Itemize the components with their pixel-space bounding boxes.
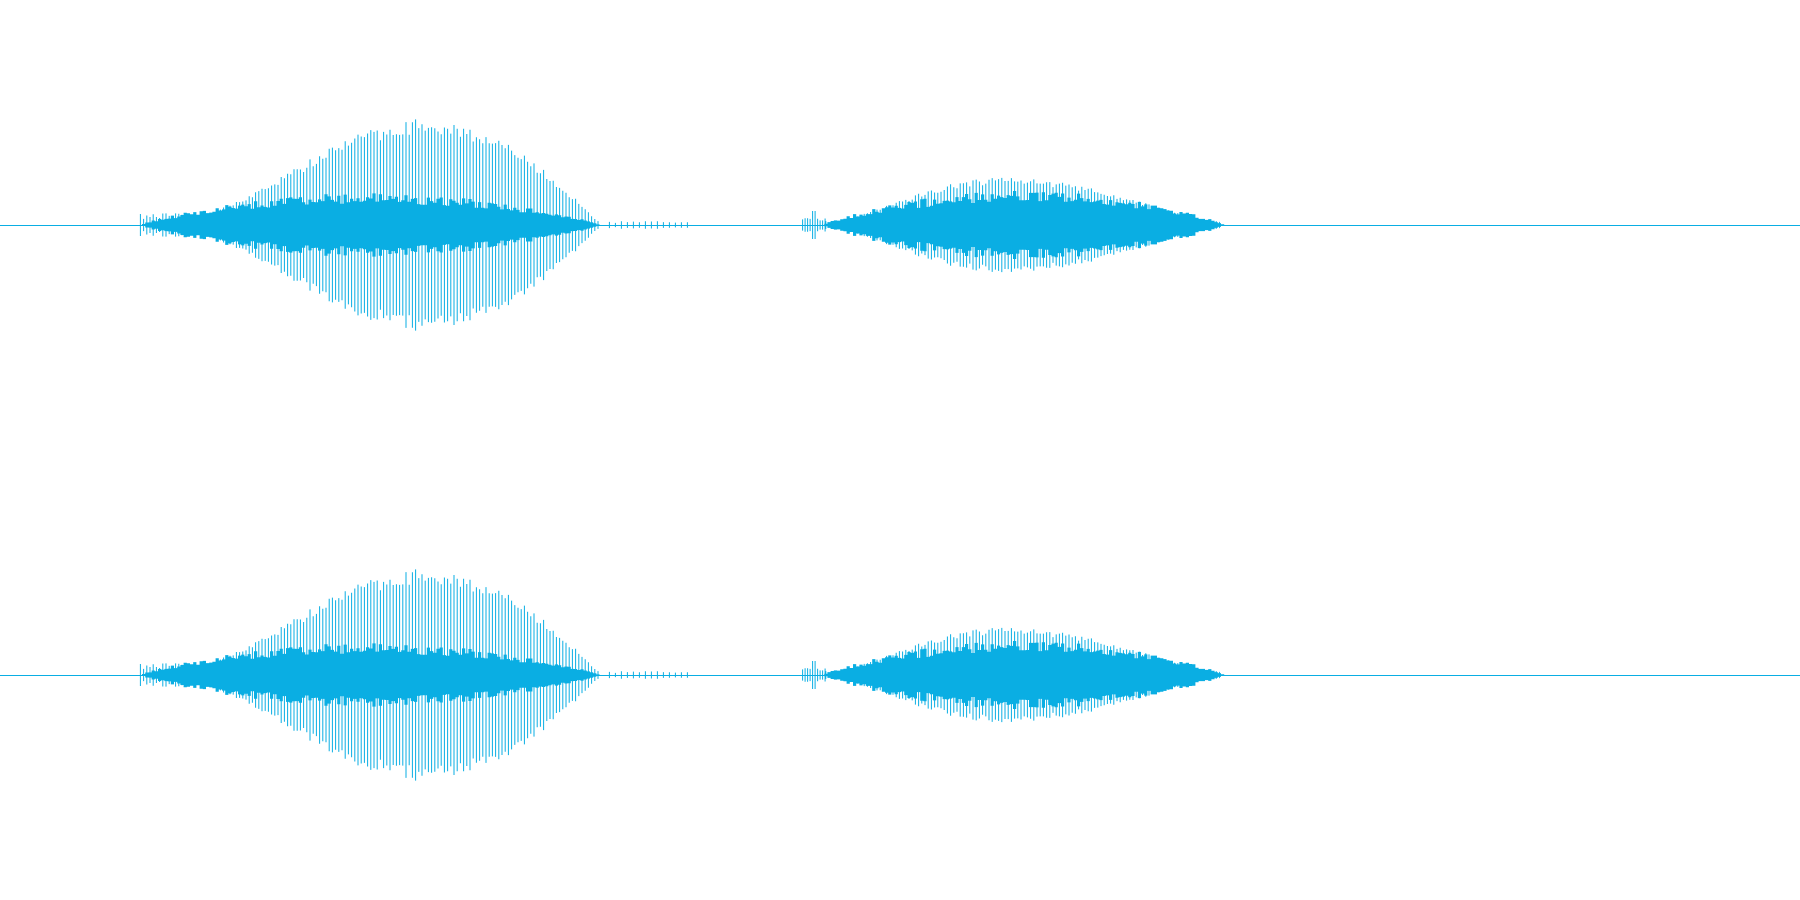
waveform-segment-2	[802, 177, 1225, 273]
channel-1-waveform	[0, 119, 1800, 331]
channel-2-waveform	[0, 569, 1800, 781]
waveform-core	[142, 193, 600, 257]
waveform-onset	[802, 661, 826, 689]
waveform-segment-2	[802, 627, 1225, 723]
channel-2	[0, 450, 1800, 900]
waveform-onset	[802, 211, 826, 239]
waveform-core	[142, 643, 600, 707]
channel-1	[0, 119, 1800, 331]
waveform-core	[824, 641, 1225, 709]
waveform-segment-1	[139, 119, 688, 331]
waveform-tail	[608, 221, 688, 229]
waveform-segment-1	[139, 569, 688, 781]
waveform-tail	[608, 671, 688, 679]
waveform-core	[824, 191, 1225, 259]
